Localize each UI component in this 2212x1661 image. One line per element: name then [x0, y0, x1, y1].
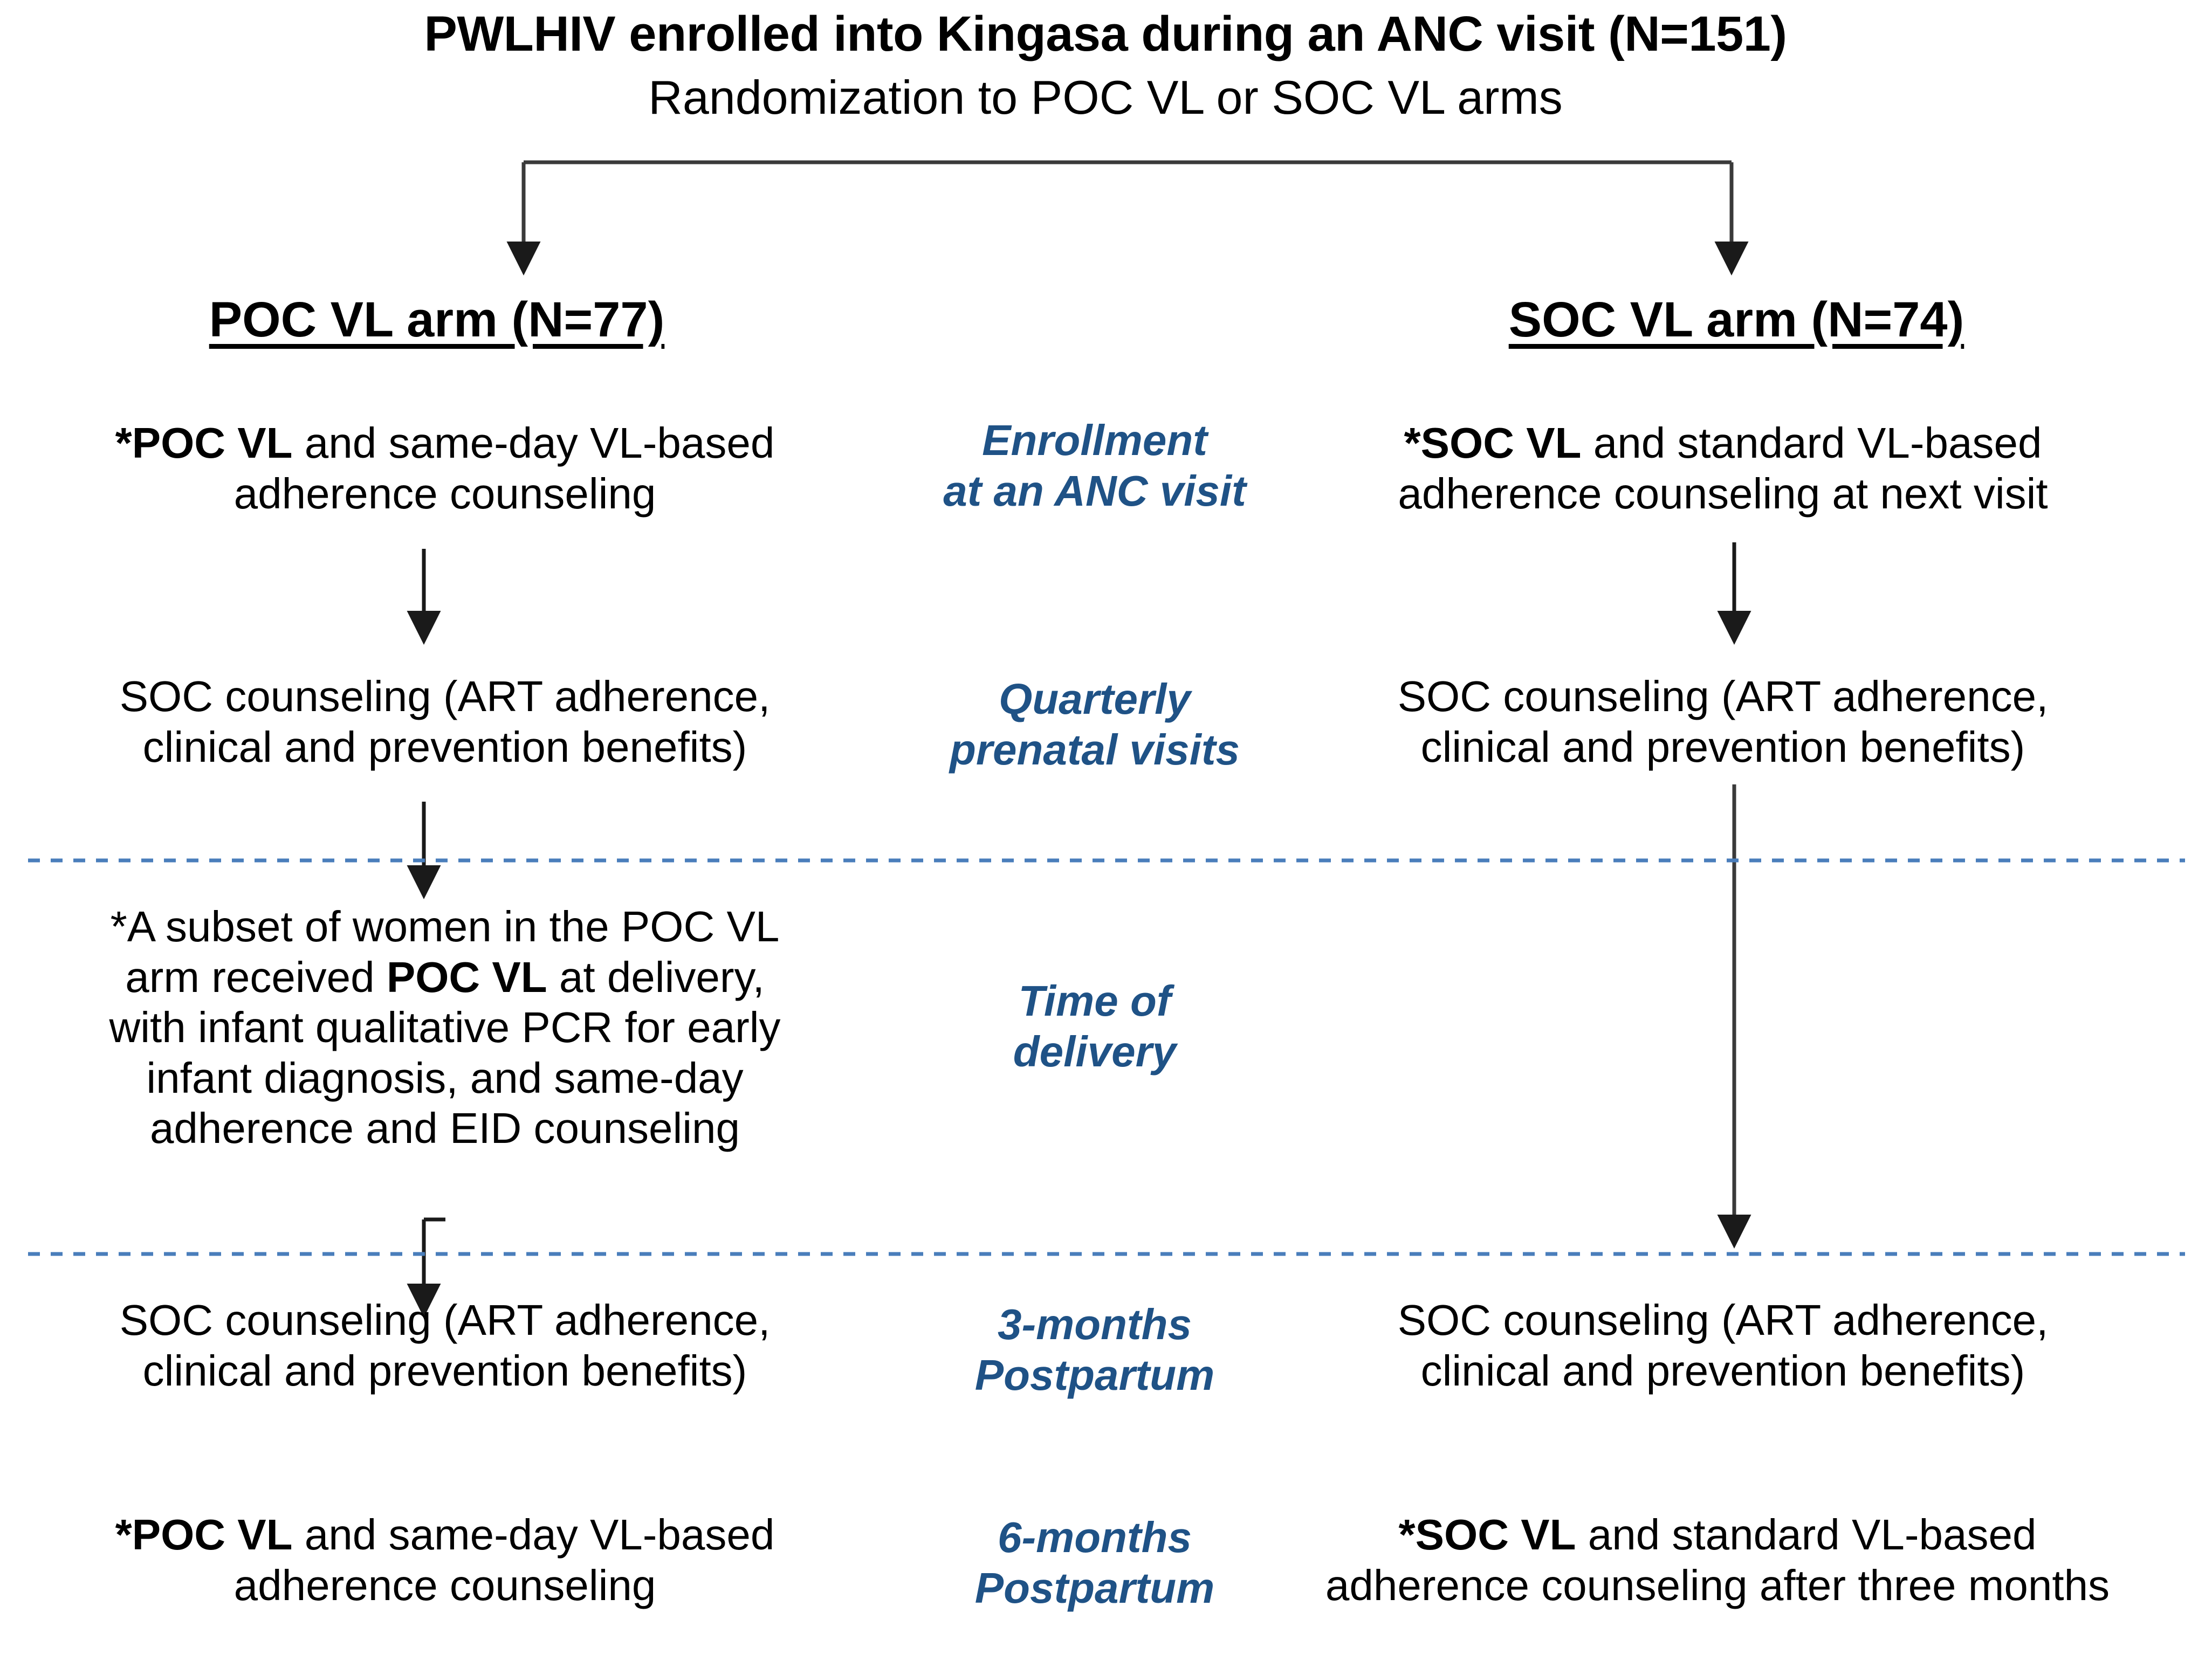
- poc-pp6-bold: *POC VL: [115, 1511, 293, 1559]
- poc-delivery-part1: *A subset of women in the POC VL arm rec…: [110, 902, 780, 1001]
- randomization-subtitle: Randomization to POC VL or SOC VL arms: [648, 71, 1563, 124]
- poc-enrollment-text: *POC VL and same-day VL-based adherence …: [32, 418, 857, 519]
- poc-pp3-text: SOC counseling (ART adherence, clinical …: [119, 1296, 771, 1395]
- timepoint-pp3: 3-months Postpartum: [974, 1300, 1215, 1400]
- poc-delivery-part2: at delivery, with infant qualitative PCR…: [109, 953, 781, 1153]
- timepoint-delivery: Time of delivery: [1013, 977, 1177, 1076]
- poc-quarterly-text: SOC counseling (ART adherence, clinical …: [119, 672, 771, 771]
- poc-delivery-bold: POC VL: [386, 953, 547, 1001]
- soc-pp6-text: *SOC VL and standard VL-based adherence …: [1229, 1510, 2206, 1610]
- soc-enrollment-rest: and standard VL-based adherence counseli…: [1398, 419, 2048, 518]
- poc-arrow-delivery-to-pp3: [424, 1217, 445, 1287]
- timepoint-quarterly: Quarterly prenatal visits: [949, 675, 1240, 774]
- page-title: PWLHIV enrolled into Kingasa during an A…: [424, 6, 1787, 61]
- timepoint-pp6: 6-months Postpartum: [974, 1513, 1215, 1612]
- poc-arm-heading: POC VL arm (N=77): [209, 292, 665, 347]
- poc-pp6-text: *POC VL and same-day VL-based adherence …: [32, 1510, 857, 1610]
- randomization-split-connector: [506, 160, 1749, 275]
- poc-enrollment-bold: *POC VL: [115, 419, 293, 467]
- soc-pp6-bold: *SOC VL: [1398, 1511, 1576, 1559]
- soc-arm-heading: SOC VL arm (N=74): [1508, 292, 1964, 347]
- timepoint-enrollment: Enrollment at an ANC visit: [943, 416, 1246, 515]
- soc-enrollment-bold: *SOC VL: [1404, 419, 1582, 467]
- soc-pp3-text: SOC counseling (ART adherence, clinical …: [1397, 1296, 2049, 1395]
- soc-enrollment-text: *SOC VL and standard VL-based adherence …: [1240, 418, 2206, 519]
- poc-delivery-text: *A subset of women in the POC VL arm rec…: [32, 901, 857, 1154]
- poc-pp6-rest: and same-day VL-based adherence counseli…: [233, 1511, 775, 1609]
- poc-enrollment-rest: and same-day VL-based adherence counseli…: [233, 419, 775, 518]
- soc-pp6-rest: and standard VL-based adherence counseli…: [1325, 1511, 2110, 1609]
- soc-quarterly-text: SOC counseling (ART adherence, clinical …: [1397, 672, 2049, 771]
